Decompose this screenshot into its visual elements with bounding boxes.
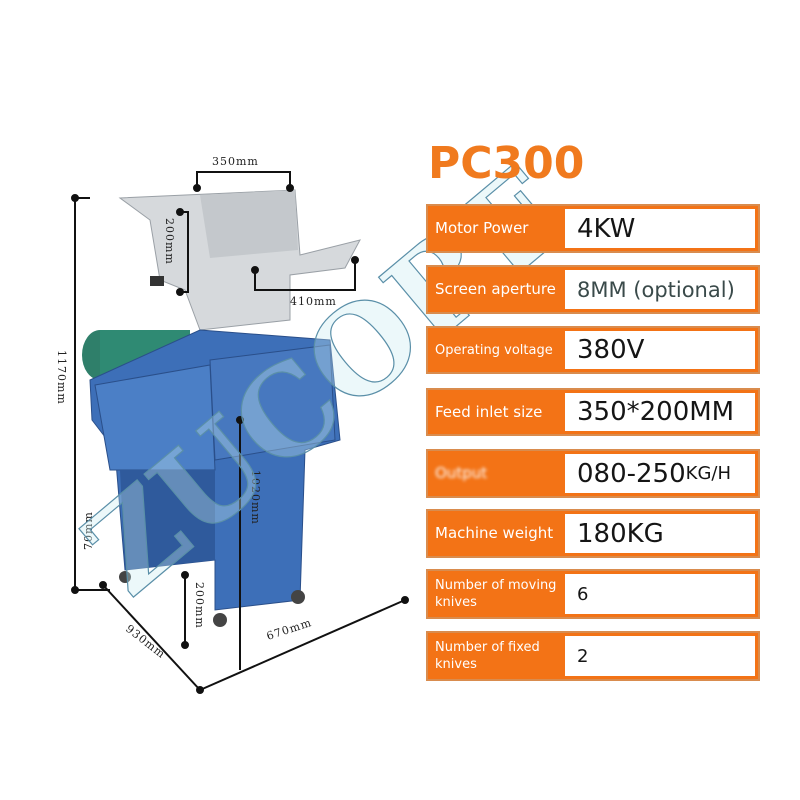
dimension-lines (71, 171, 409, 694)
spec-value: 4KW (565, 209, 755, 248)
spec-label: Operating voltage (435, 342, 553, 358)
dim-inlet-width: 350mm (212, 155, 259, 168)
dim-depth: 930mm (123, 622, 168, 661)
dim-inlet-height: 200mm (163, 218, 176, 265)
spec-value: 8MM (optional) (565, 270, 755, 309)
warning-label (150, 276, 164, 286)
spec-value: 380V (565, 331, 755, 369)
model-title: PC300 (428, 138, 585, 189)
dim-width: 670mm (265, 616, 314, 643)
spec-label: Screen aperture (435, 280, 556, 298)
spec-label: Number of fixed knives (435, 640, 540, 672)
dim-hopper-length: 410mm (290, 295, 337, 308)
dim-total-height: 1170mm (55, 350, 68, 405)
spec-value: 350*200MM (565, 393, 755, 431)
spec-row-machine-weight: Machine weight 180KG (426, 509, 760, 558)
spec-value: 2 (565, 636, 755, 676)
dim-base-height: 200mm (193, 582, 206, 629)
output-value: 080-250 (577, 458, 686, 489)
hopper (118, 189, 361, 331)
spec-row-screen-aperture: Screen aperture 8MM (optional) (426, 265, 760, 314)
dim-body-height: 1020mm (249, 470, 262, 525)
spec-label: Machine weight (435, 524, 554, 542)
spec-row-moving-knives: Number of moving knives 6 (426, 569, 760, 619)
hopper-inner (200, 190, 298, 258)
spec-row-feed-inlet-size: Feed inlet size 350*200MM (426, 388, 760, 436)
spec-label: Output (435, 464, 488, 482)
output-unit: KG/H (685, 463, 731, 484)
spec-label: Feed inlet size (435, 402, 543, 421)
spec-value: 6 (565, 574, 755, 614)
spec-label: Number of moving knives (435, 578, 557, 610)
spec-row-fixed-knives: Number of fixed knives 2 (426, 631, 760, 681)
spec-row-operating-voltage: Operating voltage 380V (426, 326, 760, 374)
dim-wheel-height: 70mm (82, 511, 95, 550)
spec-label: Motor Power (435, 219, 529, 237)
spec-row-motor-power: Motor Power 4KW (426, 204, 760, 253)
spec-value: 180KG (565, 514, 755, 553)
